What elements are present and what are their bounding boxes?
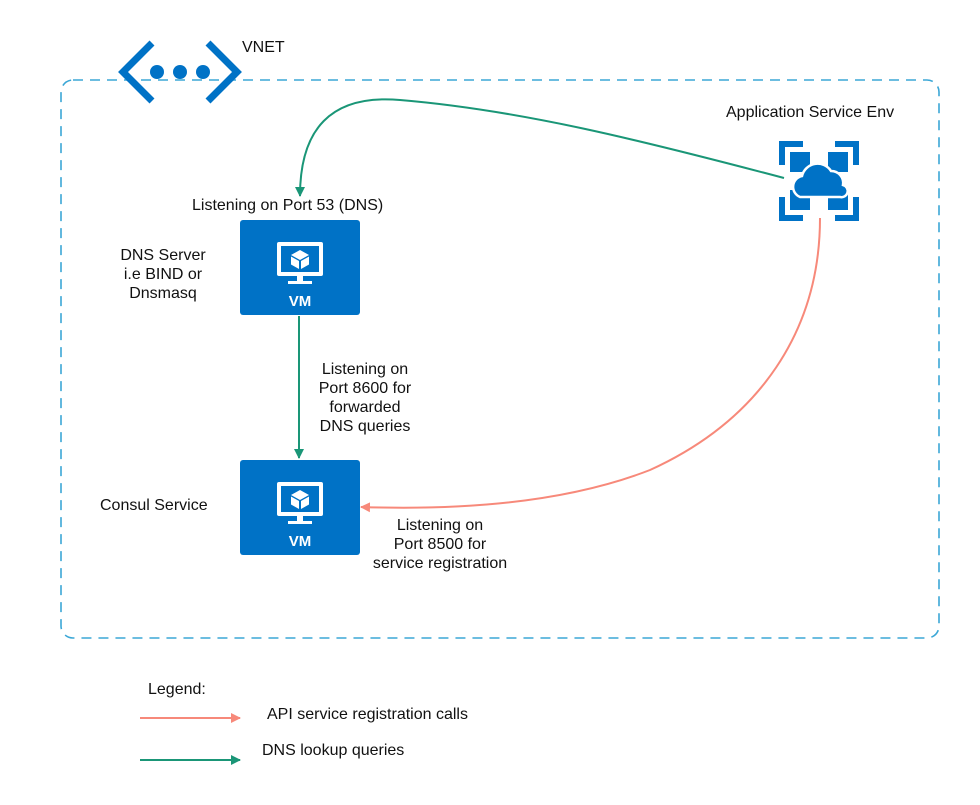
dns-port-label: Listening on Port 53 (DNS) xyxy=(192,197,384,214)
vnet-icon xyxy=(118,40,242,104)
vnet-label: VNET xyxy=(242,39,285,56)
app-service-env-icon xyxy=(779,141,859,221)
ase-label: Application Service Env xyxy=(726,104,895,121)
virtual-machine-icon xyxy=(277,242,323,284)
consul-service-label: Consul Service xyxy=(100,497,208,514)
dns-server-line: i.e BIND or xyxy=(123,266,203,283)
registration-line: service registration xyxy=(372,555,508,572)
dns-server-vm: VM xyxy=(240,220,360,315)
dns-server-line: DNS Server xyxy=(120,247,206,264)
legend-title: Legend: xyxy=(148,681,206,698)
dns-server-line: Dnsmasq xyxy=(129,285,197,302)
dns-forward-line: DNS queries xyxy=(319,418,411,435)
registration-edge-ase-to-consul xyxy=(360,217,821,513)
legend-dns-label: DNS lookup queries xyxy=(262,742,405,759)
registration-line: Listening on xyxy=(396,517,484,534)
consul-service-vm: VM xyxy=(240,460,360,555)
vnet-boundary xyxy=(60,79,940,639)
vm-caption: VM xyxy=(288,533,312,550)
dns-lookup-edge-ase-to-dns xyxy=(295,98,785,197)
vm-caption: VM xyxy=(288,293,312,310)
virtual-machine-icon xyxy=(277,482,323,524)
legend-registration-label: API service registration calls xyxy=(267,706,468,723)
dns-forward-line: forwarded xyxy=(329,399,401,416)
dns-forward-line: Port 8600 for xyxy=(318,380,412,397)
dns-forward-line: Listening on xyxy=(321,361,409,378)
dns-server-description: DNS Server i.e BIND or Dnsmasq xyxy=(108,246,218,303)
dns-forward-label: Listening on Port 8600 for forwarded DNS… xyxy=(305,360,425,436)
registration-label: Listening on Port 8500 for service regis… xyxy=(355,516,525,573)
registration-line: Port 8500 for xyxy=(393,536,487,553)
